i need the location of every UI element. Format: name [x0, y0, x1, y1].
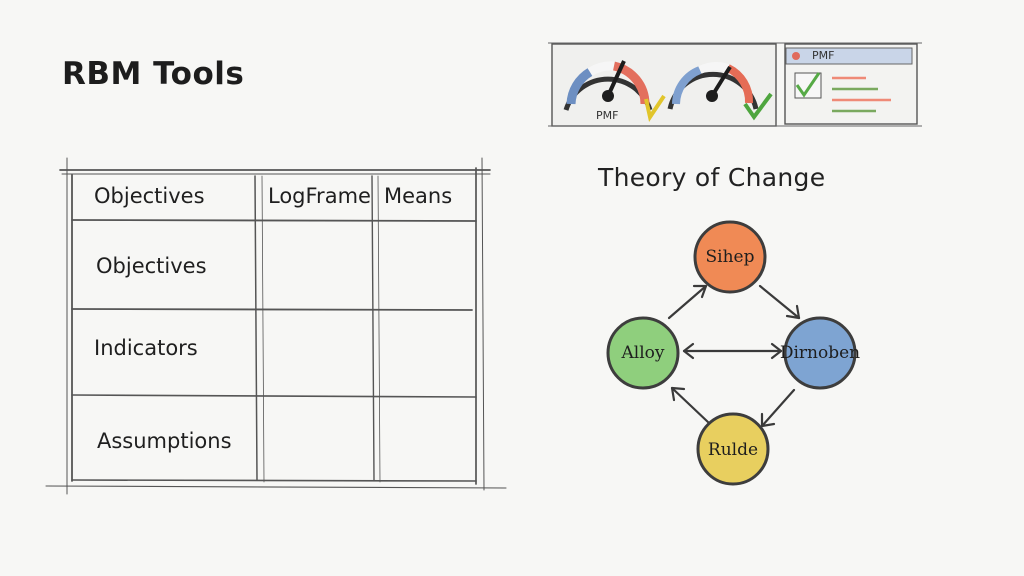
table-row-indicators: Indicators: [94, 336, 198, 360]
table-header-objectives: Objectives: [94, 184, 205, 208]
logframe-table-grid: [45, 157, 507, 495]
report-window-icon: [785, 47, 913, 113]
theory-node-right: [783, 316, 857, 390]
dashboard-sketch: [548, 42, 922, 127]
gauge-left-icon: [563, 60, 666, 123]
theory-arrows: [667, 284, 801, 428]
theory-node-bottom-label: Rulde: [707, 440, 759, 460]
theory-of-change-title: Theory of Change: [598, 163, 826, 192]
table-header-logframe: LogFrame: [268, 184, 371, 208]
gauge-label: PMF: [596, 109, 619, 122]
table-row-objectives: Objectives: [96, 254, 207, 278]
theory-node-top-label: Sihep: [705, 247, 755, 267]
theory-node-right-label: Dirnoben: [779, 343, 861, 363]
window-label: PMF: [812, 49, 835, 62]
theory-node-top: [693, 220, 767, 294]
gauge-right-icon: [667, 62, 773, 121]
table-row-assumptions: Assumptions: [97, 429, 232, 453]
theory-node-left-label: Alloy: [621, 343, 665, 363]
theory-node-bottom: [696, 412, 770, 486]
table-header-means: Means: [384, 184, 453, 208]
theory-node-left: [606, 316, 680, 390]
page-title: RBM Tools: [62, 56, 245, 92]
